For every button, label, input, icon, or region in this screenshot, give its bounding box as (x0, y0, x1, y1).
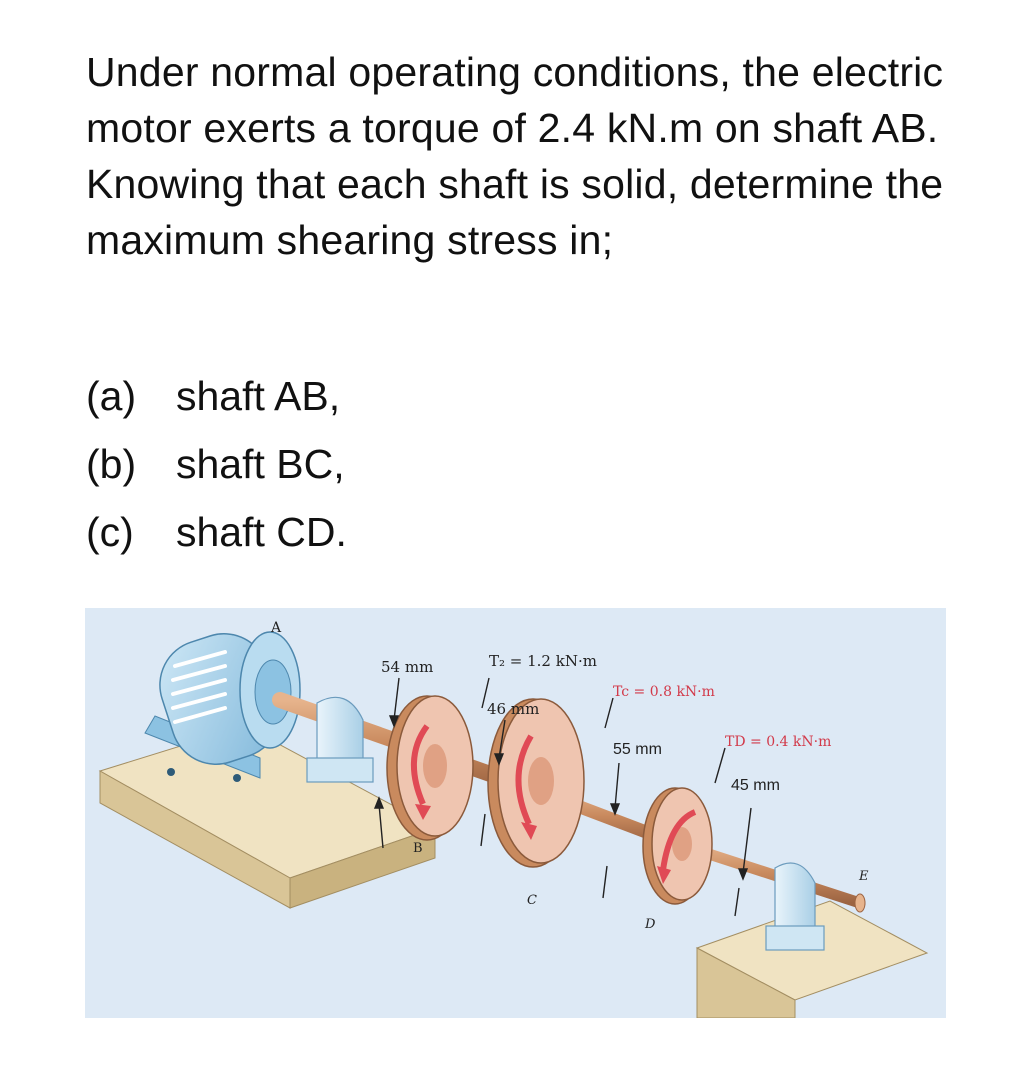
part-a-mark: (a) (86, 372, 137, 419)
gear-c (487, 698, 585, 868)
part-a-text: shaft AB, (176, 372, 341, 419)
dimension-leaders (373, 677, 752, 917)
dim-cd: 55 mm (613, 741, 662, 758)
left-bearing (306, 696, 374, 783)
label-b: B (413, 841, 423, 856)
electric-motor (144, 631, 301, 782)
part-c-text: shaft CD. (176, 508, 347, 555)
label-d: D (644, 917, 656, 932)
label-c: C (527, 893, 537, 908)
torque-d: TD = 0.4 kN·m (725, 734, 831, 750)
problem-text: Under normal operating conditions, the e… (86, 49, 944, 263)
gear-b (386, 695, 474, 841)
dim-bc: 46 mm (487, 700, 539, 718)
part-b: (b) shaft BC, (86, 430, 347, 498)
shaft-diagram-svg: A B C D E 54 mm 46 mm 55 mm 45 mm T₂ = 1… (98, 620, 929, 1018)
left-base (98, 725, 437, 909)
torque-b: T₂ = 1.2 kN·m (489, 652, 597, 670)
gear-d (642, 787, 713, 905)
dim-ab: 54 mm (381, 658, 433, 676)
part-c: (c) shaft CD. (86, 498, 347, 566)
part-c-mark: (c) (86, 508, 134, 555)
torque-c: Tc = 0.8 kN·m (613, 684, 715, 700)
part-a: (a) shaft AB, (86, 362, 347, 430)
label-a: A (270, 620, 282, 636)
question-parts: (a) shaft AB, (b) shaft BC, (c) shaft CD… (86, 362, 347, 566)
part-b-text: shaft BC, (176, 440, 345, 487)
problem-statement: Under normal operating conditions, the e… (86, 44, 986, 268)
label-e: E (858, 869, 869, 884)
part-b-mark: (b) (86, 440, 137, 487)
shaft-diagram: A B C D E 54 mm 46 mm 55 mm 45 mm T₂ = 1… (85, 608, 946, 1018)
right-bearing (765, 862, 825, 951)
dim-de: 45 mm (731, 777, 780, 794)
